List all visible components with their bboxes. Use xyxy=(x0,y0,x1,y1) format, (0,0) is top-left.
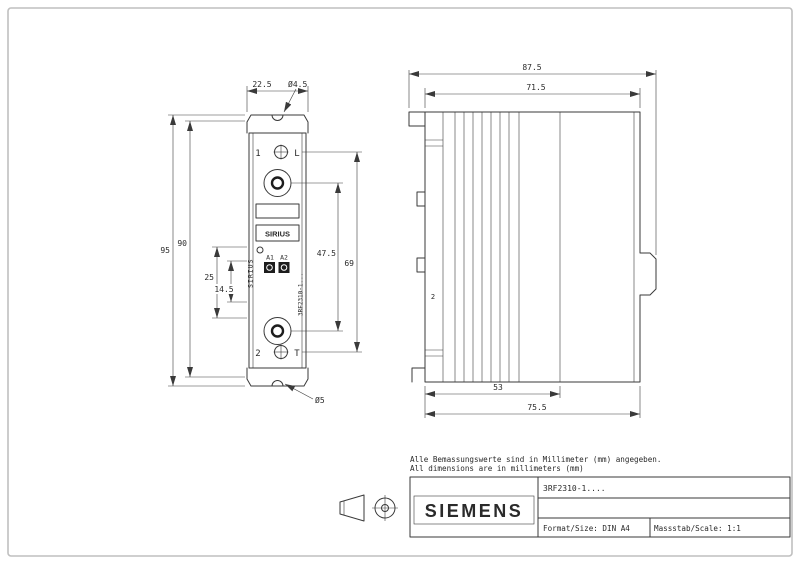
front-device-body xyxy=(248,132,307,369)
front-top-mounting-tab xyxy=(246,114,309,134)
front-top-slot xyxy=(271,114,284,121)
din-clip-lower xyxy=(416,257,426,273)
front-bottom-mounting-tab xyxy=(246,367,309,387)
projection-symbol xyxy=(339,494,398,522)
sirius-label-box xyxy=(255,224,300,242)
terminal-1-screw-icon xyxy=(273,144,289,160)
title-block-frame xyxy=(409,476,791,538)
sirius-label: SIRIUS xyxy=(265,230,290,239)
side-dimensions: 87.5 71.5 53 75.5 xyxy=(408,63,657,418)
heatsink-fins xyxy=(454,112,520,382)
title-block: SIEMENS 3RF2310-1.... Format/Size: DIN A… xyxy=(409,476,791,538)
front-dimensions: 22.5 Ø4.5 95 90 25 14.5 47.5 69 xyxy=(160,79,362,405)
projection-circle-icon xyxy=(372,495,398,521)
terminal-2-screw-icon xyxy=(273,344,289,360)
terminal-t-label: T xyxy=(294,349,300,359)
brand-logo: SIEMENS xyxy=(425,501,524,521)
terminal-l-label: L xyxy=(294,149,299,159)
dim-47-5-label: 47.5 xyxy=(317,249,336,258)
dim-71-5-label: 71.5 xyxy=(526,83,545,92)
front-marking-area xyxy=(255,203,300,219)
a2-terminal xyxy=(278,262,290,273)
terminal-2-label: 2 xyxy=(255,349,260,359)
page-border xyxy=(7,7,793,557)
side-top-hook xyxy=(408,111,426,127)
dim-14-5-label: 14.5 xyxy=(214,285,233,294)
front-view: 1 L SIRIUS A1 A2 SIRIUS 3RF2310-1... xyxy=(246,114,309,387)
scale-label: Massstab/Scale: 1:1 xyxy=(654,524,741,533)
note-line-de: Alle Bemassungswerte sind in Millimeter … xyxy=(410,455,661,464)
dim-top-hole-label: Ø4.5 xyxy=(288,79,307,89)
brand-logo-box xyxy=(413,495,535,525)
dim-25-label: 25 xyxy=(204,273,214,282)
terminal-2-screw-port xyxy=(263,317,292,345)
format-label: Format/Size: DIN A4 xyxy=(543,524,630,533)
sirius-vertical-label: SIRIUS xyxy=(247,259,255,288)
side-outline xyxy=(424,111,657,383)
dim-87-5-label: 87.5 xyxy=(522,63,541,72)
status-led xyxy=(256,246,264,254)
note-line-en: All dimensions are in millimeters (mm) xyxy=(410,464,584,473)
a1-terminal xyxy=(264,262,275,273)
dim-53-label: 53 xyxy=(493,383,503,392)
notes: Alle Bemassungswerte sind in Millimeter … xyxy=(410,455,661,473)
item-2-label: 2 xyxy=(431,293,435,301)
front-bottom-slot xyxy=(271,380,284,387)
side-bottom-foot xyxy=(411,367,426,383)
part-number: 3RF2310-1.... xyxy=(543,484,606,493)
dim-90-label: 90 xyxy=(177,239,187,248)
dim-95-label: 95 xyxy=(160,246,170,255)
dim-bottom-hole-label: Ø5 xyxy=(315,395,325,405)
dim-width-label: 22.5 xyxy=(252,80,271,89)
model-vertical-label: 3RF2310-1... xyxy=(298,273,305,316)
a2-terminal-label: A2 xyxy=(280,254,288,262)
dim-75-5-label: 75.5 xyxy=(527,403,546,412)
terminal-1-screw-port xyxy=(263,169,292,197)
terminal-1-label: 1 xyxy=(255,149,260,159)
dim-14-5-backing xyxy=(211,284,237,294)
din-clip-upper xyxy=(416,191,426,207)
dim-69-label: 69 xyxy=(344,259,354,268)
projection-cone-icon xyxy=(339,494,365,522)
a1-terminal-label: A1 xyxy=(266,254,274,262)
side-view: 2 xyxy=(408,111,657,383)
din-rail-details xyxy=(416,139,443,357)
